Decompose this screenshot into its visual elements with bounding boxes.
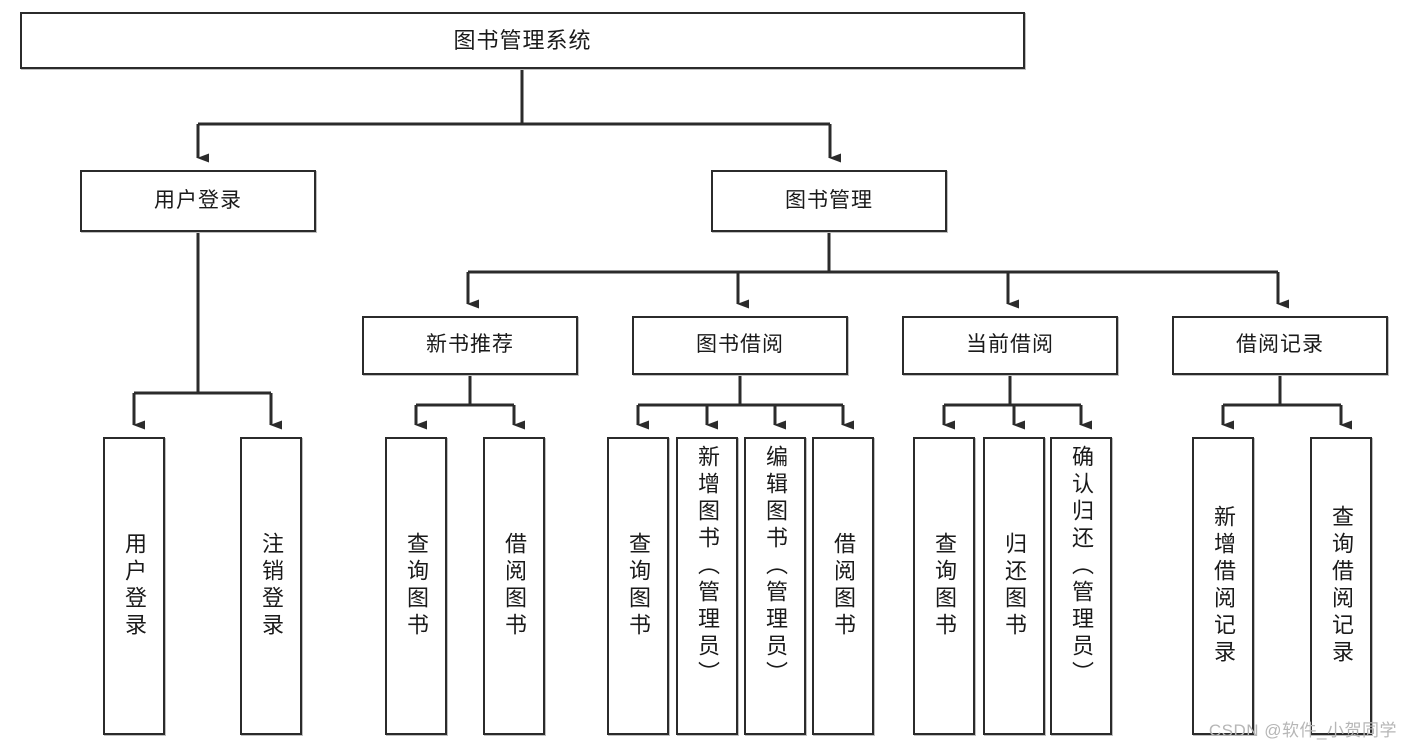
node-leaf-add-book-admin[interactable]: 新增图书（管理员） [676, 437, 738, 735]
node-leaf-query-book-2-label: 查询图书 [626, 532, 651, 640]
node-leaf-confirm-return-admin-label: 确认归还（管理员） [1069, 445, 1094, 688]
node-leaf-borrow-book-2[interactable]: 借阅图书 [812, 437, 874, 735]
node-root[interactable]: 图书管理系统 [20, 12, 1025, 69]
node-leaf-query-book-1[interactable]: 查询图书 [385, 437, 447, 735]
node-user-login-label: 用户登录 [154, 188, 242, 212]
node-leaf-query-borrow-record[interactable]: 查询借阅记录 [1310, 437, 1372, 735]
node-leaf-borrow-book-1[interactable]: 借阅图书 [483, 437, 545, 735]
node-leaf-user-login-label: 用户登录 [122, 532, 147, 640]
node-book-management-label: 图书管理 [785, 188, 873, 212]
node-leaf-edit-book-admin-label: 编辑图书（管理员） [763, 445, 788, 688]
node-book-borrow[interactable]: 图书借阅 [632, 316, 848, 375]
node-root-label: 图书管理系统 [453, 27, 592, 53]
node-book-borrow-label: 图书借阅 [696, 333, 784, 357]
node-leaf-query-book-3-label: 查询图书 [932, 532, 957, 640]
node-leaf-logout-label: 注销登录 [259, 532, 284, 640]
node-leaf-query-book-1-label: 查询图书 [404, 532, 429, 640]
node-leaf-return-book-label: 归还图书 [1002, 532, 1027, 640]
node-leaf-borrow-book-2-label: 借阅图书 [831, 532, 856, 640]
node-leaf-query-book-3[interactable]: 查询图书 [913, 437, 975, 735]
node-borrow-record[interactable]: 借阅记录 [1172, 316, 1388, 375]
node-leaf-user-login[interactable]: 用户登录 [103, 437, 165, 735]
node-leaf-edit-book-admin[interactable]: 编辑图书（管理员） [744, 437, 806, 735]
node-leaf-borrow-book-1-label: 借阅图书 [502, 532, 527, 640]
node-leaf-logout[interactable]: 注销登录 [240, 437, 302, 735]
node-current-borrow-label: 当前借阅 [966, 333, 1054, 357]
node-new-book-recommend[interactable]: 新书推荐 [362, 316, 578, 375]
node-user-login[interactable]: 用户登录 [80, 170, 316, 232]
node-leaf-return-book[interactable]: 归还图书 [983, 437, 1045, 735]
node-borrow-record-label: 借阅记录 [1236, 333, 1324, 357]
node-current-borrow[interactable]: 当前借阅 [902, 316, 1118, 375]
node-leaf-add-book-admin-label: 新增图书（管理员） [695, 445, 720, 688]
node-leaf-confirm-return-admin[interactable]: 确认归还（管理员） [1050, 437, 1112, 735]
node-leaf-query-borrow-record-label: 查询借阅记录 [1329, 505, 1354, 667]
node-leaf-add-borrow-record-label: 新增借阅记录 [1211, 505, 1236, 667]
node-leaf-query-book-2[interactable]: 查询图书 [607, 437, 669, 735]
node-book-management[interactable]: 图书管理 [711, 170, 947, 232]
node-leaf-add-borrow-record[interactable]: 新增借阅记录 [1192, 437, 1254, 735]
node-new-book-recommend-label: 新书推荐 [426, 333, 514, 357]
